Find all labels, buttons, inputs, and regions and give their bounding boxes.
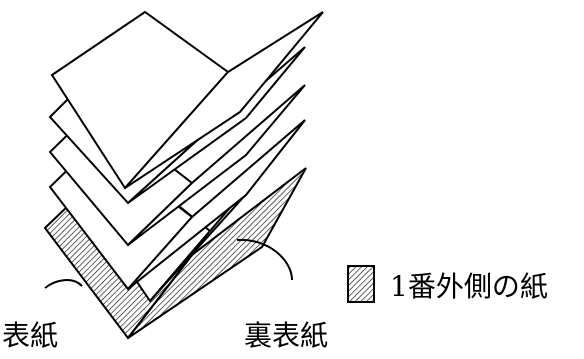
front-cover-label: 表紙 [2,319,58,352]
legend-swatch-hatched [347,265,375,303]
back-cover-leader [236,238,293,281]
back-cover-label: 裏表紙 [244,319,328,352]
legend: 1番外側の紙 [347,265,548,303]
front-cover-leader [44,279,83,289]
inner-sheet-top [50,10,324,190]
legend-text: 1番外側の紙 [390,270,548,303]
